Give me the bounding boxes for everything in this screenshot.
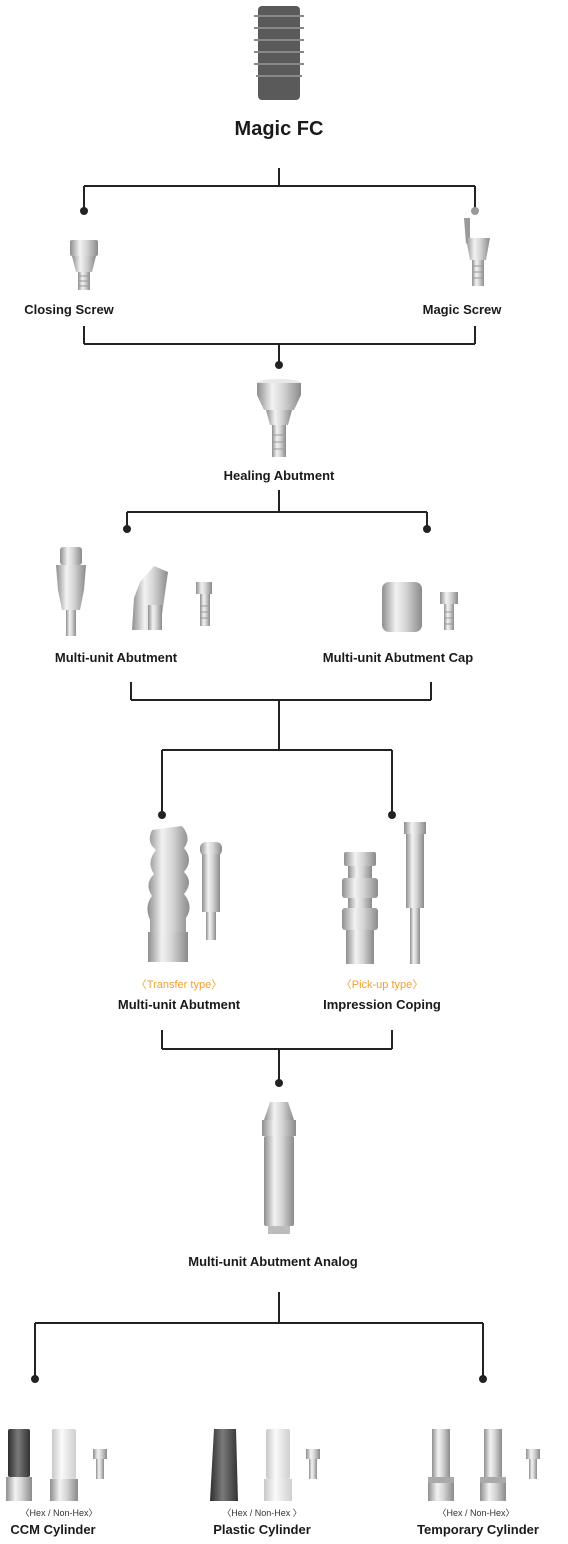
label-abutment-analog: Multi-unit Abutment Analog: [188, 1254, 358, 1269]
ccm-sleeve-image: [50, 1429, 78, 1501]
transfer-coping-image: [147, 826, 190, 962]
label-plastic-cylinder: Plastic Cylinder: [213, 1522, 311, 1537]
ccm-screw-image: [93, 1449, 107, 1479]
connector-dots: [31, 207, 487, 1383]
temporary-cylinder-nonhex-image: [480, 1429, 506, 1501]
title-magic-fc: Magic FC: [234, 118, 324, 140]
closing-screw-image: [70, 240, 98, 290]
multi-unit-abutment-straight-image: [56, 547, 86, 636]
label-transfer-type: 〈Transfer type〉: [135, 979, 223, 991]
plastic-cylinder-image: [264, 1429, 292, 1501]
label-multi-unit-abutment-transfer: Multi-unit Abutment: [117, 997, 241, 1012]
label-closing-screw: Closing Screw: [24, 302, 114, 317]
multi-unit-screw-image: [196, 582, 212, 626]
ccm-cylinder-image: [6, 1429, 32, 1501]
analog-image: [262, 1102, 296, 1234]
implant-image: [254, 6, 304, 100]
label-healing-abutment: Healing Abutment: [223, 468, 335, 483]
transfer-screw-image: [200, 842, 222, 940]
pickup-screw-image: [404, 822, 426, 964]
label-hex-ccm: 〈Hex / Non-Hex〉: [20, 1508, 98, 1518]
healing-abutment-image: [257, 379, 301, 457]
pickup-coping-image: [342, 852, 378, 964]
magic-screw-image: [464, 218, 490, 286]
label-magic-screw: Magic Screw: [422, 302, 502, 317]
connector-lines: [34, 168, 484, 1378]
plastic-cylinder-dark-image: [210, 1429, 238, 1501]
temporary-cylinder-hex-image: [428, 1429, 454, 1501]
label-impression-coping: Impression Coping: [323, 997, 441, 1012]
cap-screw-image: [440, 592, 458, 630]
plastic-screw-image: [306, 1449, 320, 1479]
label-temporary-cylinder: Temporary Cylinder: [417, 1522, 539, 1537]
label-multi-unit-abutment: Multi-unit Abutment: [54, 650, 178, 665]
label-multi-unit-abutment-cap: Multi-unit Abutment Cap: [322, 650, 474, 665]
multi-unit-abutment-angled-image: [132, 566, 168, 630]
label-ccm-cylinder: CCM Cylinder: [10, 1522, 96, 1537]
label-hex-plastic: 〈Hex / Non-Hex 〉: [222, 1508, 302, 1518]
temporary-screw-image: [526, 1449, 540, 1479]
multi-unit-abutment-cap-image: [382, 582, 422, 632]
label-hex-temporary: 〈Hex / Non-Hex〉: [437, 1508, 515, 1518]
label-pickup-type: 〈Pick-up type〉: [340, 979, 424, 991]
